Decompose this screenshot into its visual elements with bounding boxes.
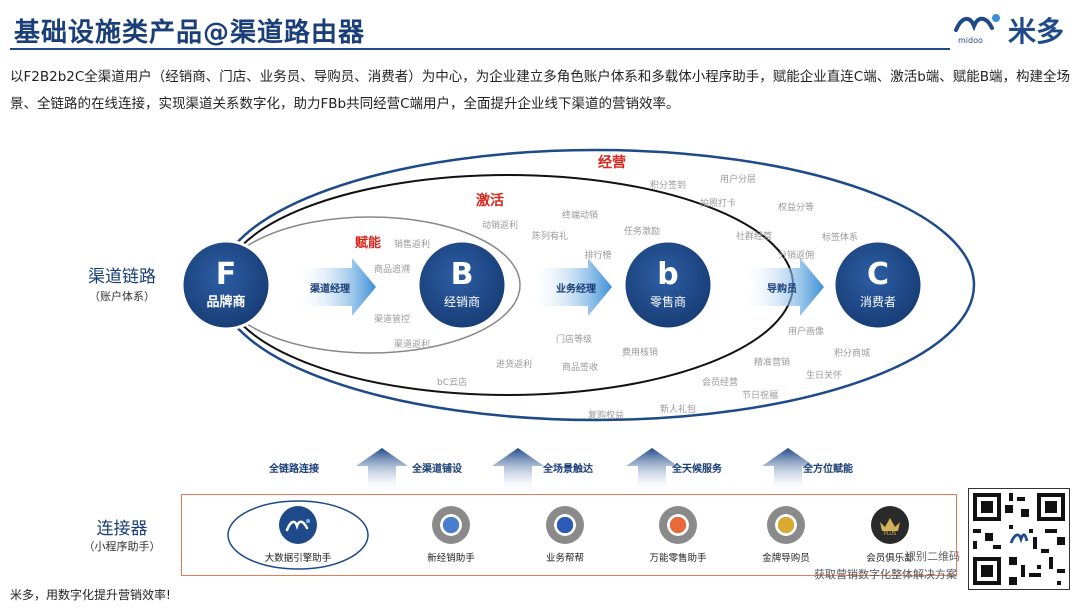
feature-label: 积分签到 [650,179,686,191]
link-arrow-3: 导购员 [740,258,824,316]
node-distributor: B 经销商 [416,239,508,331]
qr-mini-program-icon [767,506,805,544]
feature-label: 动销返利 [482,219,518,231]
app-name: 万能零售助手 [649,553,707,564]
node-name: 经销商 [444,294,480,309]
up-arrow-label: 全场景触达 [542,462,593,475]
feature-label: 用户画像 [788,325,824,337]
feature-label: 终端动销 [562,209,598,221]
feature-label: 陈列有礼 [532,230,568,242]
link-label: 渠道经理 [309,282,350,295]
link-arrow-1: 渠道经理 [294,258,376,316]
feature-label: bC云店 [437,376,467,388]
qr-mini-program-icon [546,506,584,544]
feature-label: 精准营销 [754,356,790,368]
app-new-distributor[interactable]: 新经销助手 [406,506,496,564]
feature-label: 生日关怀 [806,369,842,381]
feature-label: 标签体系 [822,231,858,243]
svg-text:PLUS: PLUS [884,531,896,536]
feature-label: 权益分等 [778,201,814,213]
zone-title-outer: 经营 [598,154,626,171]
feature-label: 商品签收 [562,361,598,373]
zone-title-inner: 赋能 [355,235,381,251]
brand-logo: 米多 midoo [950,8,1070,50]
link-label: 导购员 [767,282,797,295]
feature-label: 任务激励 [624,225,660,237]
up-arrow-1: 全链路连接 [268,448,408,490]
feature-label: 渠道返利 [394,338,430,350]
up-arrow-4: 全天候服务 [671,448,814,490]
feature-label: 新人礼包 [660,403,696,415]
feature-label: 门店等级 [556,333,592,345]
feature-label: 社群经营 [736,230,772,242]
app-gold-guide[interactable]: 金牌导购员 [741,506,831,564]
feature-label: 会员经营 [702,376,738,388]
highlight-ellipse [227,500,369,570]
feature-label: 销售返利 [394,238,430,250]
app-member-club[interactable]: PLUS 会员俱乐部 [845,506,935,564]
up-arrow-label: 全链路连接 [268,462,319,475]
page-title: 基础设施类产品@渠道路由器 [14,18,366,48]
up-arrow-2: 全渠道铺设 [411,448,544,490]
node-retailer: b 零售商 [622,239,714,331]
qr-mini-program-icon [432,506,470,544]
app-retail-assistant[interactable]: 万能零售助手 [633,506,723,564]
intro-paragraph: 以F2B2b2C全渠道用户（经销商、门店、业务员、导购员、消费者）为中心，为企业… [10,69,1071,112]
app-name: 业务帮帮 [545,553,584,564]
feature-label: 节日祝福 [742,389,778,401]
feature-label: 排行榜 [584,249,611,261]
node-name: 零售商 [650,294,686,309]
feature-label: 分销返佣 [778,249,814,261]
title-divider [10,48,950,50]
node-name: 消费者 [860,295,896,309]
link-arrow-2: 业务经理 [528,258,612,316]
up-arrow-3: 全场景触达 [542,448,678,490]
node-letter: b [657,257,678,292]
zone-title-middle: 激活 [476,192,504,209]
qr-code[interactable] [968,488,1070,590]
node-brand: F 品牌商 [180,239,272,331]
app-name: 会员俱乐部 [866,553,914,564]
qr-caption: 识别二维码 [905,550,960,563]
footer-slogan: 米多，用数字化提升营销效率! [10,588,171,602]
crown-plus-icon: PLUS [871,506,909,544]
channel-link-title: 渠道链路 [88,267,156,287]
app-big-data-engine[interactable]: 大数据引擎助手 [253,506,343,564]
connector-subtitle: （小程序助手） [83,540,161,553]
logo-text: 米多 [1008,15,1065,48]
node-letter: B [451,257,474,292]
up-arrow-label: 全渠道铺设 [411,462,462,475]
node-letter: F [216,257,237,292]
feature-label: 复购权益 [588,409,624,421]
app-name: 金牌导购员 [762,553,810,564]
connector-box [181,494,957,576]
app-name: 新经销助手 [427,553,475,564]
feature-label: 费用核销 [622,346,658,358]
node-consumer: C 消费者 [832,239,924,331]
logo-subtext: midoo [958,36,983,45]
qr-caption-secondary: 获取营销数字化整体解决方案 [814,568,957,581]
up-arrow-label: 全天候服务 [671,462,723,475]
feature-label: 积分商城 [834,347,870,359]
midoo-logo-icon [954,14,1000,32]
node-name: 品牌商 [206,294,245,310]
node-letter: C [867,257,889,292]
link-label: 业务经理 [556,282,596,295]
connector-title: 连接器 [96,519,148,539]
qr-code-icon [969,489,1069,589]
feature-label: 商品追溯 [374,263,410,275]
qr-mini-program-icon [659,506,697,544]
feature-label: 进货返利 [496,358,532,370]
feature-label: 渠道管控 [374,313,410,325]
channel-link-subtitle: （账户体系） [89,290,155,303]
midoo-logo-icon [279,506,317,544]
app-name: 大数据引擎助手 [264,553,332,564]
feature-label: 用户分层 [720,173,756,185]
feature-label: 拍照打卡 [700,197,736,209]
up-arrow-label: 全方位赋能 [802,462,853,475]
app-sales-helper[interactable]: 业务帮帮 [520,506,610,564]
